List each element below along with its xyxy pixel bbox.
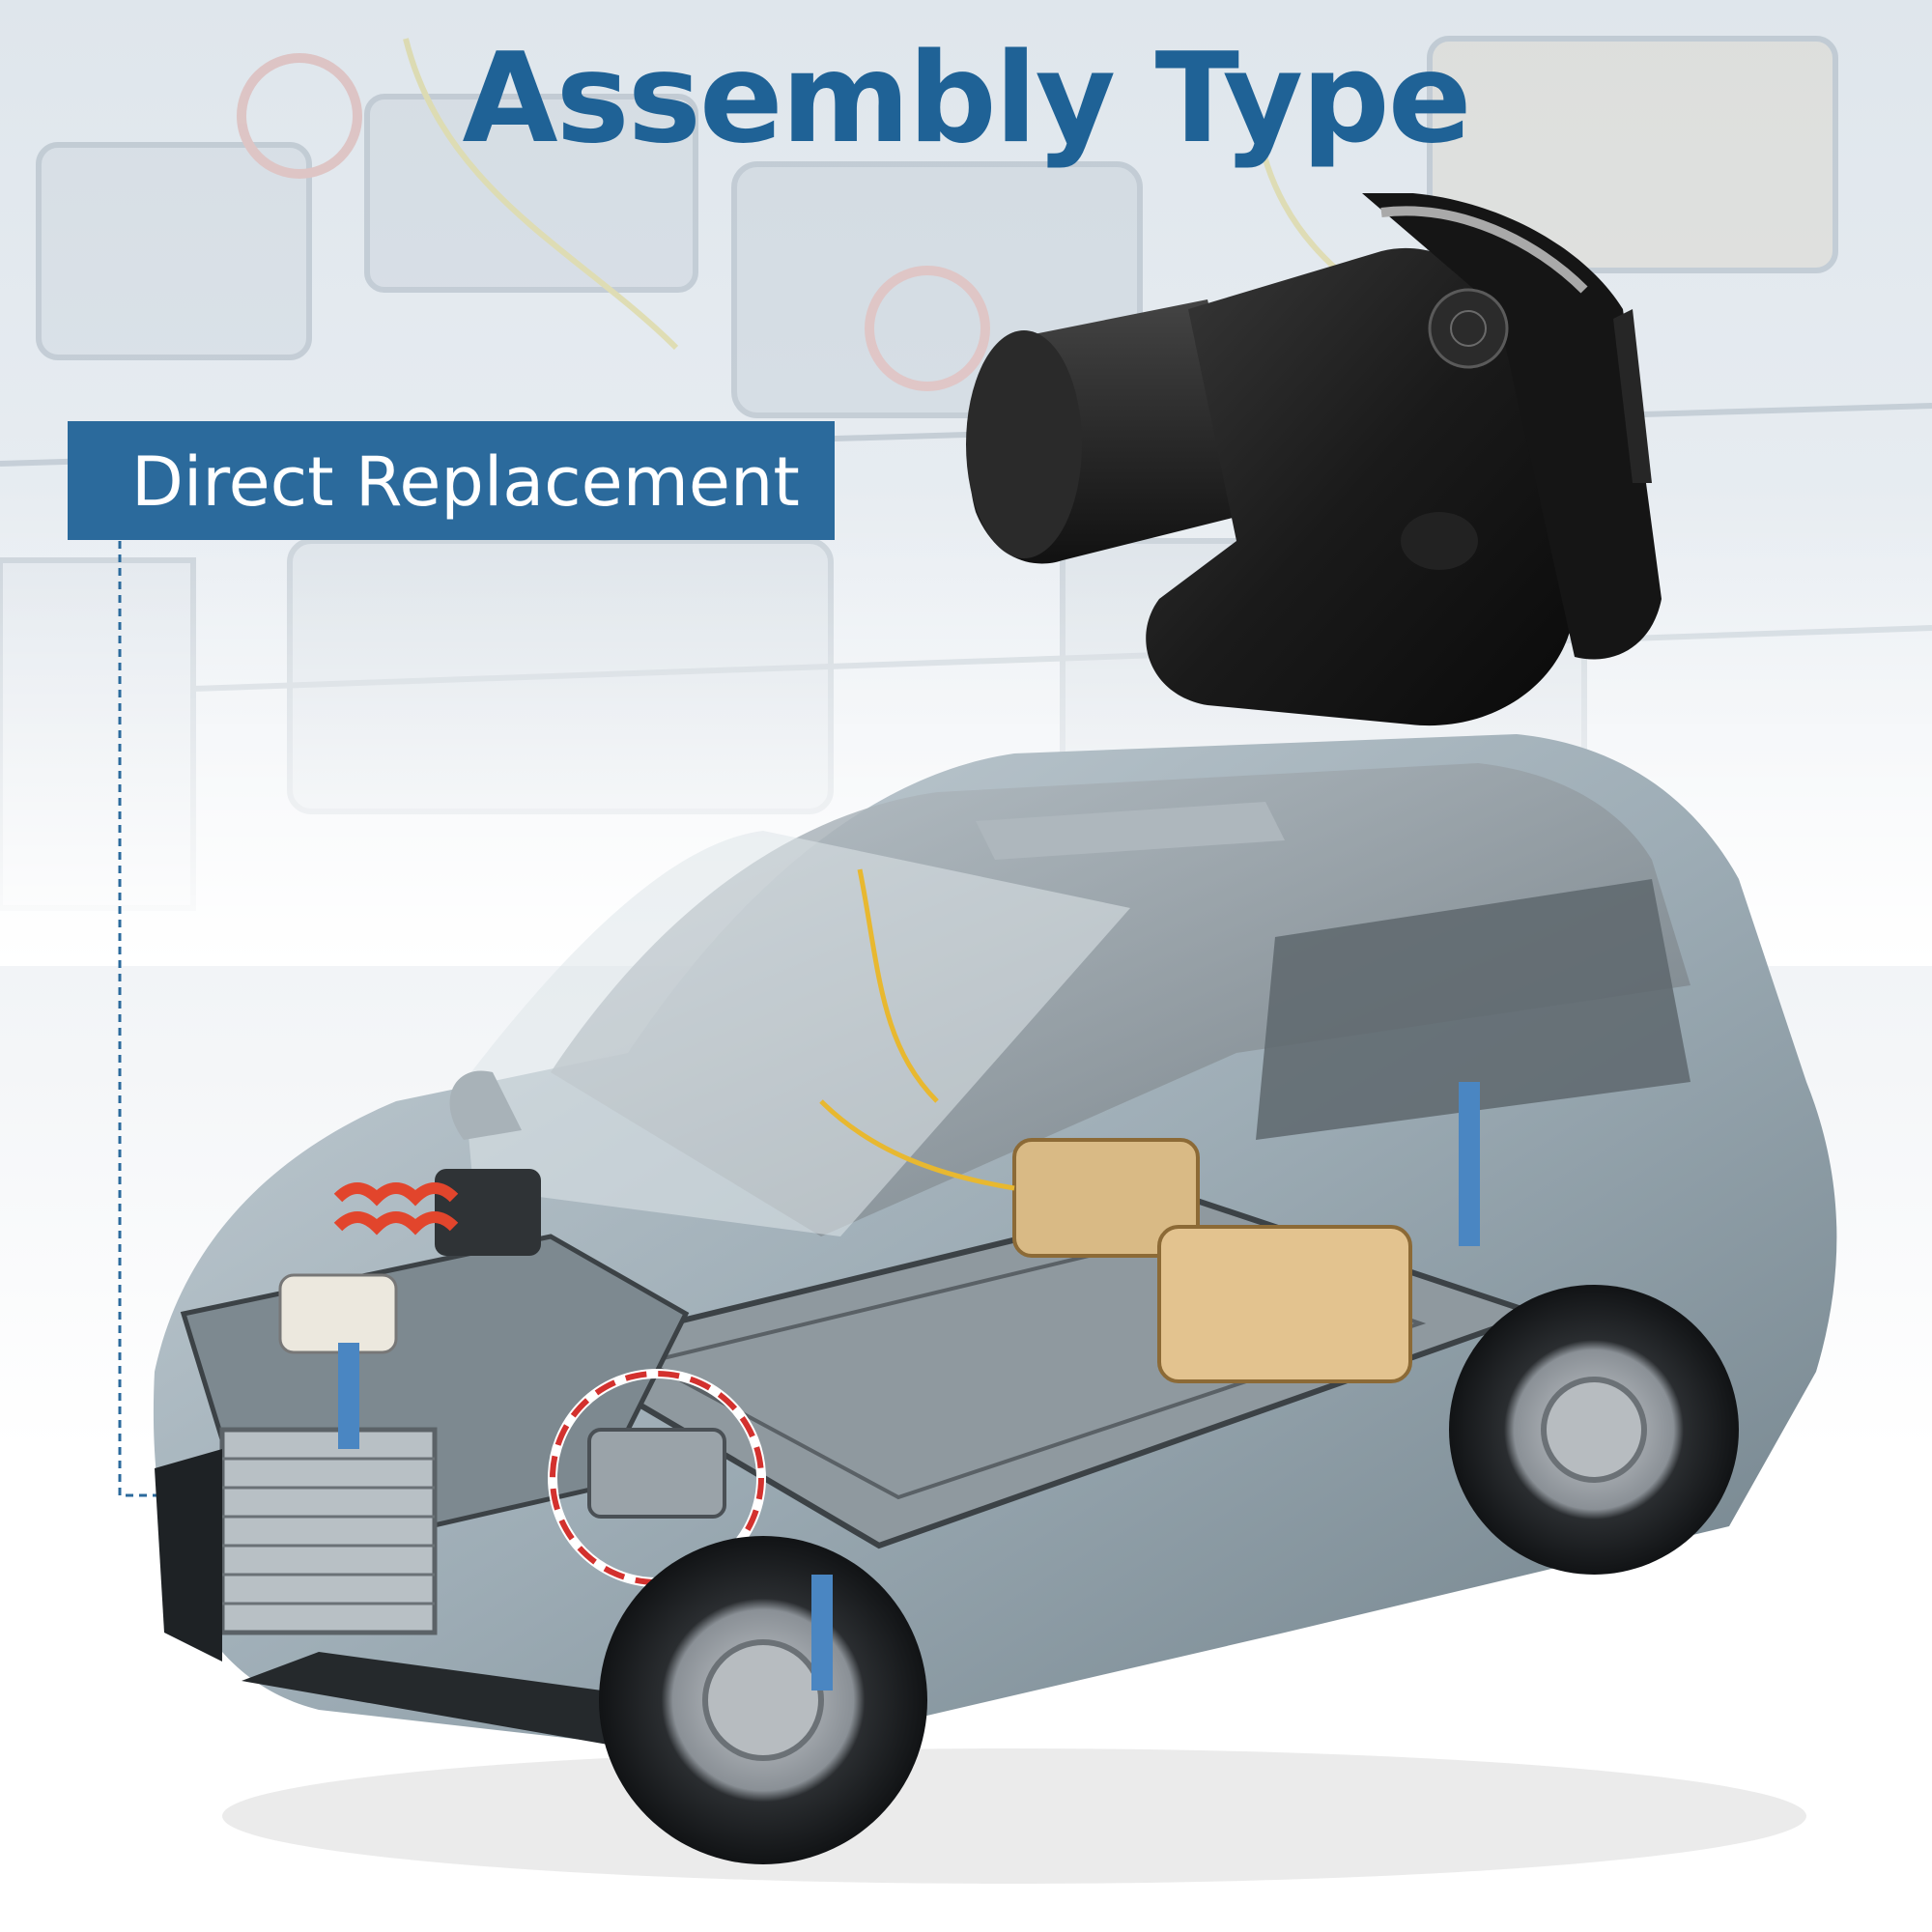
car-cutaway-illustration (153, 734, 1837, 1884)
page-title: Assembly Type (462, 27, 1471, 171)
direct-replacement-banner: Direct Replacement (68, 421, 835, 540)
banner-label: Direct Replacement (131, 442, 800, 522)
coolant-elbow-fitting-image (966, 193, 1662, 726)
